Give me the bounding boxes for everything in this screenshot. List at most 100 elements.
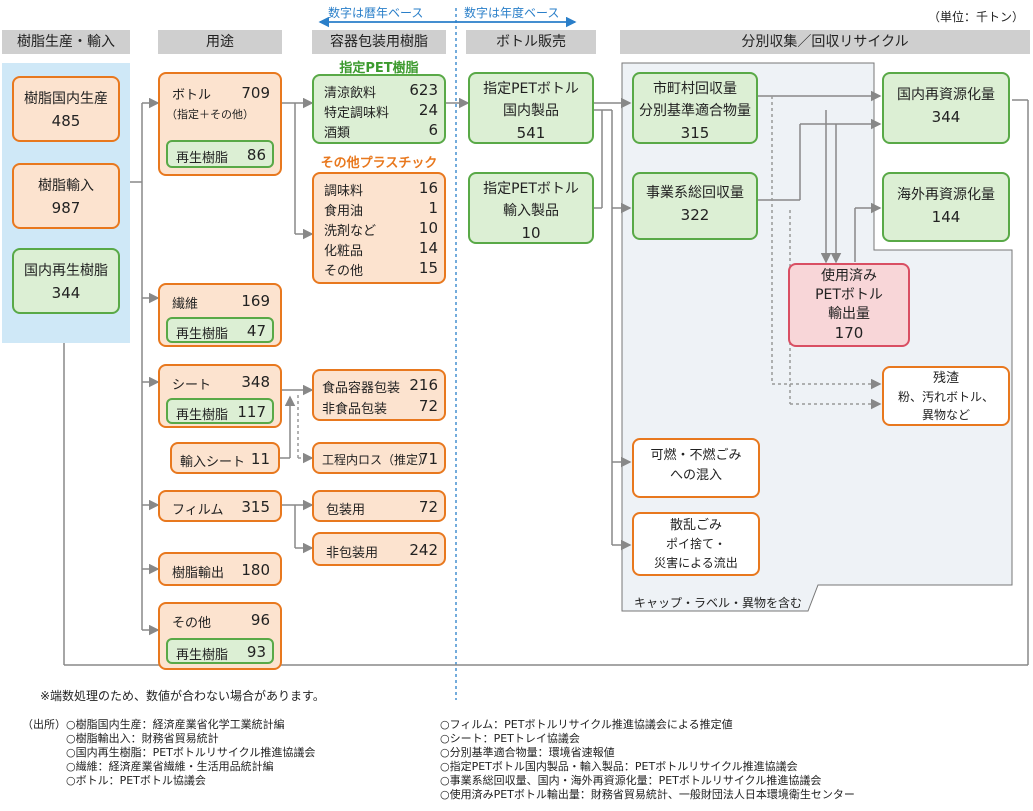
sources-right-list: ○フィルム：PETボトルリサイクル推進協議会による推定値 ○シート：PETトレイ… <box>440 718 855 802</box>
pet-item-value: 6 <box>428 121 438 139</box>
residue-line1: 残渣 <box>932 371 959 386</box>
overseas-recycle-value: 144 <box>931 208 961 226</box>
usage-sheet: シート 348 再生樹脂 117 <box>158 364 282 428</box>
pet-item-label: 酒類 <box>324 126 351 141</box>
resin-import-value: 987 <box>51 199 81 217</box>
domestic-production-value: 485 <box>51 112 81 130</box>
pet-bottle-imported: 指定PETボトル 輸入製品 10 <box>468 172 594 244</box>
imported-bottle-line2: 輸入製品 <box>503 203 559 219</box>
overseas-recycle-label: 海外再資源化量 <box>897 187 995 203</box>
rounding-footnote: ※端数処理のため、数値が合わない場合があります。 <box>40 689 325 703</box>
process-loss-value: 71 <box>418 450 438 468</box>
fiscal-year-note: 数字は年度ベース <box>464 6 560 20</box>
nonpackaging-value: 242 <box>409 541 438 559</box>
pet-item-label: 特定調味料 <box>324 106 390 121</box>
litter-line2: ポイ捨て・ <box>665 537 726 551</box>
business-line1: 事業系総回収量 <box>646 185 744 201</box>
non-packaging-box: 非包装用 242 <box>312 532 446 566</box>
nonpackaging-label: 非包装用 <box>326 546 379 561</box>
source-item: ○指定PETボトル国内製品・輸入製品：PETボトルリサイクル推進協議会 <box>440 760 798 773</box>
usage-fiber: 繊維 169 再生樹脂 47 <box>158 283 282 347</box>
pet-item-label: 清涼飲料 <box>324 86 377 101</box>
sheet-value: 348 <box>241 373 270 391</box>
domestic-resin-production: 樹脂国内生産 485 <box>12 76 120 142</box>
recycled-resin-label: 国内再生樹脂 <box>24 263 108 279</box>
source-item: ○樹脂国内生産：経済産業省化学工業統計編 <box>66 718 285 731</box>
source-item: ○フィルム：PETボトルリサイクル推進協議会による推定値 <box>440 718 733 731</box>
imported-bottle-value: 10 <box>521 224 541 242</box>
region-note: キャップ・ラベル・異物を含む <box>634 596 803 610</box>
used-pet-export: 使用済み PETボトル 輸出量 170 <box>788 263 910 347</box>
header-production: 樹脂生産・輸入 <box>2 30 130 54</box>
source-item: ○事業系総回収量、国内・海外再資源化量：PETボトルリサイクル推進協議会 <box>440 774 822 787</box>
unit-label: （単位：千トン） <box>928 10 1025 24</box>
header-usage: 用途 <box>158 30 282 54</box>
domestic-bottle-line1: 指定PETボトル <box>483 81 579 97</box>
pet-item-value: 623 <box>409 81 438 99</box>
bottle-recycled-value: 86 <box>246 146 266 164</box>
residue-line3: 異物など <box>921 408 970 422</box>
domestic-recycling: 国内再資源化量 344 <box>882 72 1010 144</box>
sheet-recycled-value: 117 <box>237 403 266 421</box>
packaging-box: 包装用 72 <box>312 490 446 522</box>
business-collection: 事業系総回収量 322 <box>632 172 758 240</box>
header-collection: 分別収集／回収リサイクル <box>620 30 1030 54</box>
municipal-line1: 市町村回収量 <box>653 81 737 97</box>
bottle-label: ボトル <box>172 88 212 103</box>
fiber-label: 繊維 <box>172 297 199 312</box>
usage-other: その他 96 再生樹脂 93 <box>158 602 282 670</box>
bottle-value: 709 <box>241 84 270 102</box>
other-plastic-item-value: 1 <box>428 199 438 217</box>
pet-bottle-domestic: 指定PETボトル 国内製品 541 <box>468 72 594 144</box>
bottle-recycled: 再生樹脂 86 <box>166 140 274 168</box>
other-recycled-value: 93 <box>246 643 266 661</box>
export-value: 180 <box>241 561 270 579</box>
packaging-value: 72 <box>418 498 438 516</box>
export-label: 樹脂輸出 <box>172 566 225 581</box>
header-container: 容器包装用樹脂 <box>312 30 446 54</box>
domestic-recycle-label: 国内再資源化量 <box>897 87 995 103</box>
other-plastic-item-label: 調味料 <box>324 184 364 199</box>
source-item: ○使用済みPETボトル輸出量：財務省貿易統計、一般財団法人日本環境衛生センター <box>440 788 855 801</box>
source-item: ○分別基準適合物量：環境省速報値 <box>440 746 615 759</box>
used-export-line3: 輸出量 <box>828 306 870 322</box>
process-loss-box: 工程内ロス（推定） 71 <box>312 442 446 474</box>
other-plastic-item-label: 洗剤など <box>324 224 377 239</box>
resin-import-label: 樹脂輸入 <box>38 178 94 194</box>
import-sheet-value: 11 <box>250 450 270 468</box>
food-packaging-box: 食品容器包装 216 非食品包装 72 <box>312 369 446 421</box>
other-plastic-box: 調味料 16 食用油 1 洗剤など 10 化粧品 14 その他 15 <box>312 172 446 284</box>
used-export-line1: 使用済み <box>821 268 877 284</box>
nonfood-pack-value: 72 <box>418 397 438 415</box>
imported-bottle-line1: 指定PETボトル <box>483 181 579 197</box>
business-value: 322 <box>680 206 710 224</box>
municipal-collection: 市町村回収量 分別基準適合物量 315 <box>632 72 758 144</box>
source-item: ○国内再生樹脂：PETボトルリサイクル推進協議会 <box>66 746 316 759</box>
other-plastic-item-label: 化粧品 <box>324 244 364 259</box>
domestic-production-label: 樹脂国内生産 <box>24 91 108 107</box>
bottle-recycled-label: 再生樹脂 <box>176 151 229 166</box>
source-item: ○ボトル：PETボトル協議会 <box>66 774 206 787</box>
header-bottle-sales: ボトル販売 <box>466 30 596 54</box>
pet-item-value: 24 <box>418 101 438 119</box>
sheet-label: シート <box>172 378 212 393</box>
fiber-recycled-label: 再生樹脂 <box>176 327 229 342</box>
pet-resin-box: 清涼飲料 623 特定調味料 24 酒類 6 <box>312 74 446 144</box>
combustible-line2: への混入 <box>669 468 722 483</box>
film-label: フィルム <box>172 503 224 518</box>
usage-import-sheet: 輸入シート 11 <box>170 442 280 474</box>
food-pack-value: 216 <box>409 376 438 394</box>
fiber-recycled: 再生樹脂 47 <box>166 317 274 343</box>
sheet-recycled-label: 再生樹脂 <box>176 408 229 423</box>
food-pack-label: 食品容器包装 <box>322 381 401 396</box>
residue-line2: 粉、汚れボトル、 <box>897 390 994 404</box>
process-loss-label: 工程内ロス（推定） <box>322 453 431 467</box>
domestic-bottle-value: 541 <box>516 124 546 142</box>
sheet-recycled: 再生樹脂 117 <box>166 398 274 424</box>
pet-resin-title: 指定PET樹脂 <box>339 61 419 76</box>
sources-left-list: ○樹脂国内生産：経済産業省化学工業統計編 ○樹脂輸出入：財務省貿易統計 ○国内再… <box>66 718 315 788</box>
municipal-line2: 分別基準適合物量 <box>639 103 751 119</box>
other-plastic-item-label: 食用油 <box>324 204 364 219</box>
other-plastic-item-value: 15 <box>418 259 438 277</box>
litter-line3: 災害による流出 <box>654 556 738 570</box>
